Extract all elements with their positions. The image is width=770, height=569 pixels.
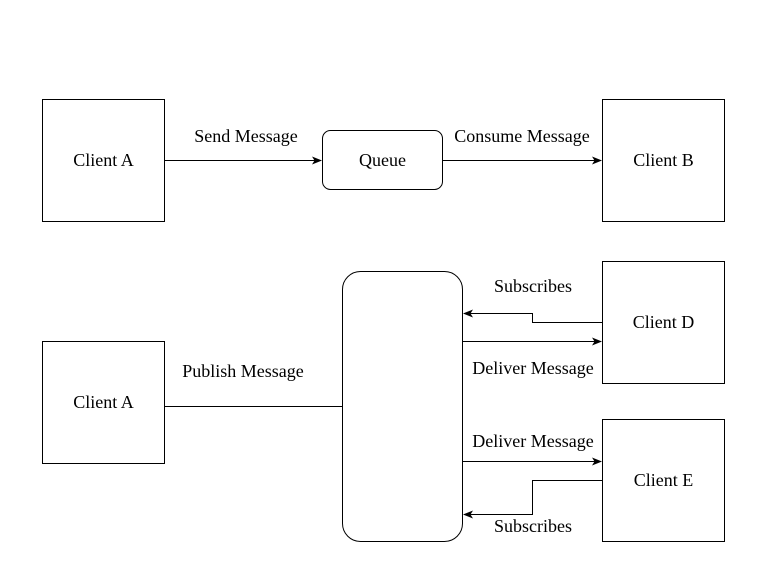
client-e-label: Client E — [634, 470, 694, 490]
consume-message-label: Consume Message — [454, 126, 589, 146]
top-client-a-node[interactable]: Client A — [42, 99, 165, 222]
bottom-flow: Client A Client D Client E Publish Messa… — [42, 261, 725, 542]
deliver-e-label: Deliver Message — [472, 431, 593, 451]
publish-message-label: Publish Message — [182, 361, 304, 381]
broker-node[interactable] — [342, 271, 463, 542]
queue-node[interactable]: Queue — [322, 130, 443, 190]
subscribes-d-arrow — [463, 309, 603, 323]
subscribes-e-label: Subscribes — [494, 516, 572, 536]
client-e-node[interactable]: Client E — [602, 419, 725, 542]
deliver-d-label: Deliver Message — [472, 358, 593, 378]
subscribes-e-arrow — [463, 480, 603, 519]
client-d-label: Client D — [633, 312, 695, 332]
top-client-b-node[interactable]: Client B — [602, 99, 725, 222]
top-client-b-label: Client B — [633, 150, 694, 170]
subscribes-d-label: Subscribes — [494, 276, 572, 296]
queue-label: Queue — [359, 150, 406, 170]
top-flow: Client A Queue Client B Send Message Con… — [42, 99, 725, 222]
bottom-client-a-node[interactable]: Client A — [42, 341, 165, 464]
bottom-client-a-label: Client A — [73, 392, 134, 412]
client-d-node[interactable]: Client D — [602, 261, 725, 384]
send-message-label: Send Message — [194, 126, 297, 146]
top-client-a-label: Client A — [73, 150, 134, 170]
